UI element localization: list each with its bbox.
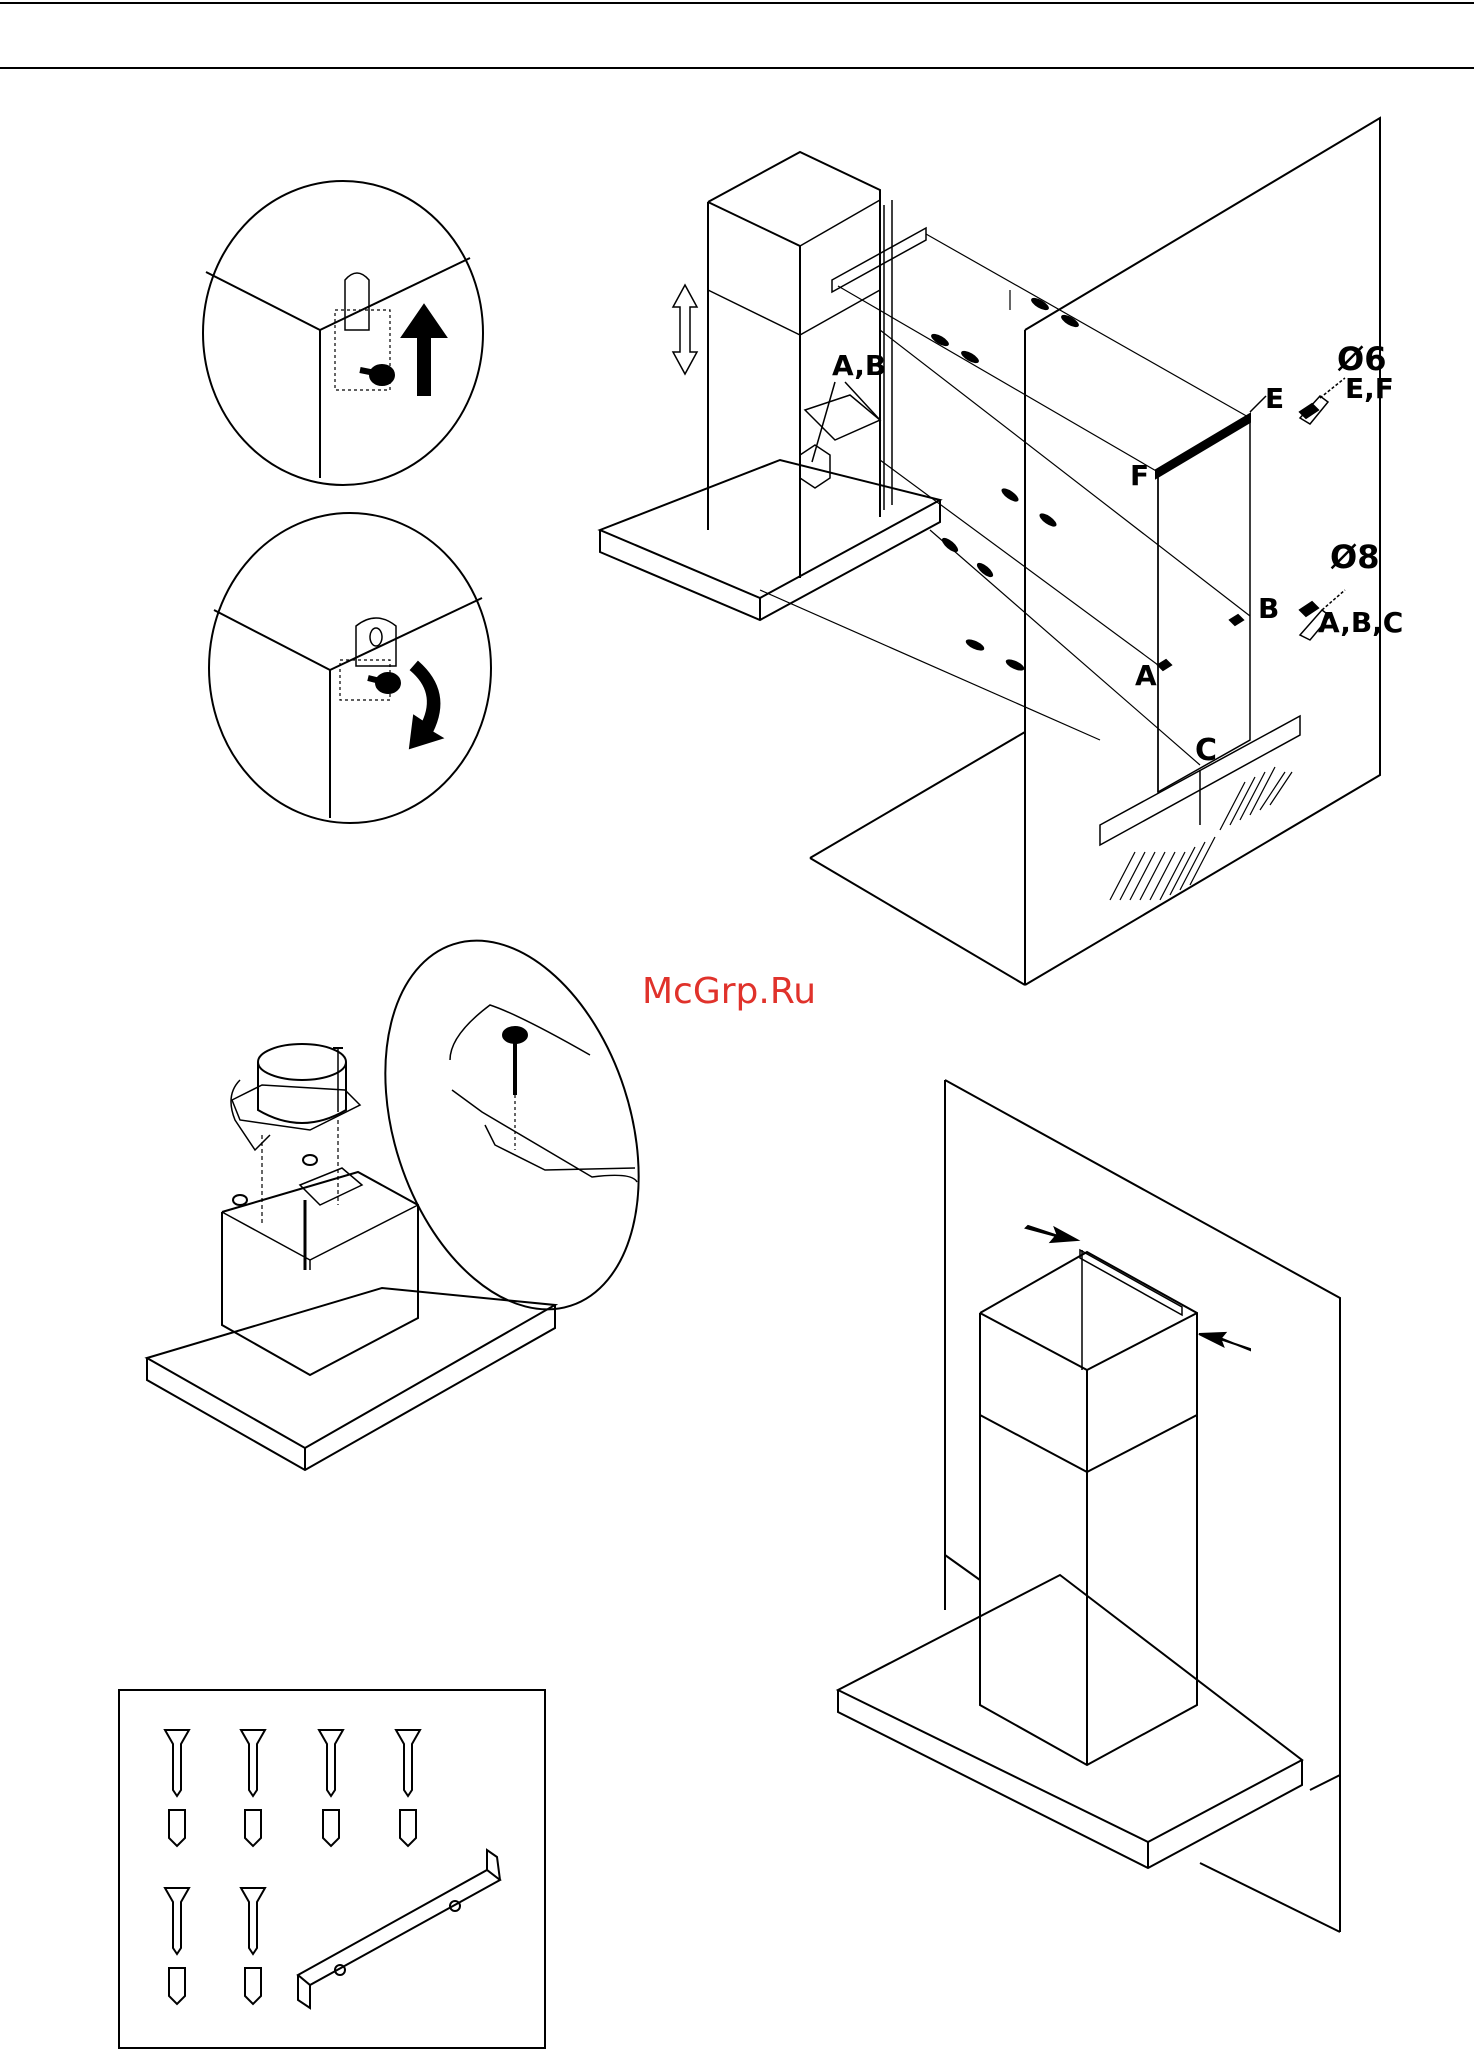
- arrow-up-icon: [402, 305, 446, 395]
- screw-icon: [319, 1730, 343, 1846]
- height-adjust-arrow-icon: [673, 285, 697, 374]
- label-a: A: [1135, 659, 1157, 692]
- detail-circle-slide-up: [203, 181, 483, 485]
- header-rules: [0, 3, 1474, 68]
- parts-box: [119, 1690, 545, 2048]
- watermark-text: McGrp.Ru: [642, 971, 816, 1012]
- label-abc: A,B,C: [1318, 606, 1403, 639]
- label-ef: E,F: [1345, 372, 1394, 405]
- screw-icon: [396, 1730, 420, 1846]
- rotate-arrow-icon: [410, 662, 442, 748]
- label-c: C: [1195, 733, 1217, 768]
- bracket-icon: [298, 1850, 500, 2008]
- screw-icon: [241, 1730, 265, 1846]
- label-f: F: [1130, 459, 1149, 492]
- final-assembled-hood: [838, 1080, 1340, 1932]
- duct-collar-assembly: [147, 908, 683, 1470]
- label-b: B: [1258, 592, 1279, 625]
- push-arrow-icon: [1026, 1226, 1077, 1242]
- exploded-installation-diagram: [600, 118, 1380, 985]
- detail-circle-rotate: [209, 513, 491, 823]
- label-e: E: [1265, 382, 1284, 415]
- label-dia8: Ø8: [1330, 538, 1379, 576]
- screw-icon: [241, 1888, 265, 2004]
- screw-icon: [165, 1730, 189, 1846]
- diagram-labels: A,B E F Ø6 E,F Ø8 A,B,C A B C: [812, 340, 1403, 768]
- screw-icon: [165, 1888, 189, 2004]
- label-ab-top: A,B: [832, 349, 886, 382]
- push-arrow-icon: [1199, 1333, 1250, 1350]
